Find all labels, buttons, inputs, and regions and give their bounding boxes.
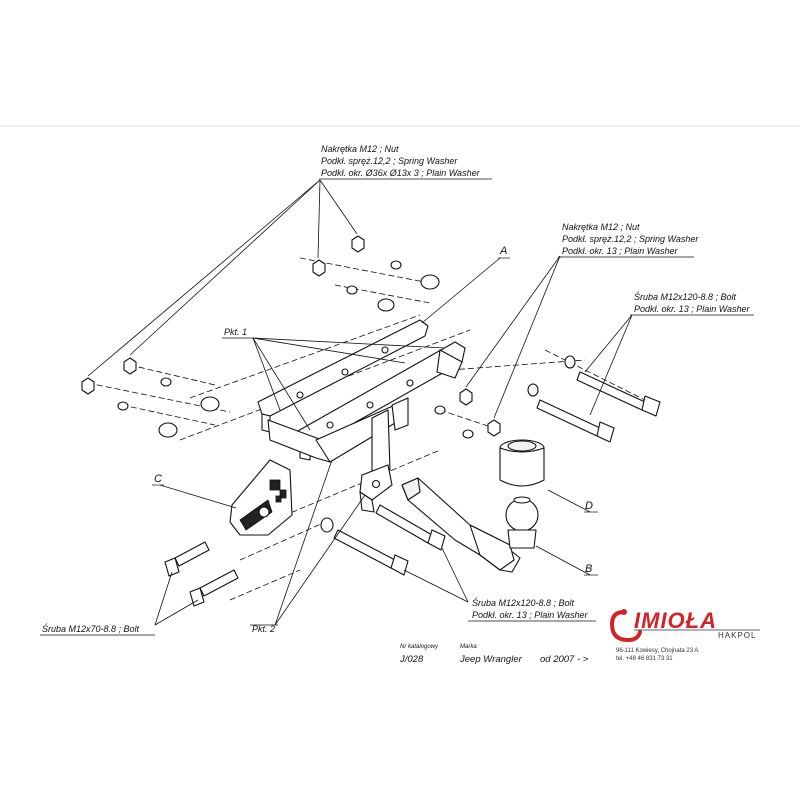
fastener-set-top [312,235,440,312]
footer-catalog-value: J/028 [399,654,424,665]
bolt-m12x70-upper [164,541,210,577]
callout-right-line1: Nakrętka M12 ; Nut [562,222,640,232]
tow-ball [505,496,539,549]
footer-brand-label: Marka [460,644,477,650]
label-letter-c: C [154,473,162,485]
fastener-set-left [81,357,220,438]
callout-top-line2: Podkł. spręż.12,2 ; Spring Washer [321,156,458,166]
footer-year-value: od 2007 - > [540,654,589,665]
ball-cap [499,439,545,487]
logo-address: 96-111 Kowiesy, Chojnata 23 A [616,648,698,654]
label-letter-a: A [499,245,507,257]
fastener-set-right [434,388,501,439]
logo-name: IMIOŁA [634,608,717,633]
callout-bolt-right-line1: Śruba M12x120-8.8 ; Bolt [634,291,737,302]
bolt-m12x120-lower [536,399,615,443]
bolt-m12x120-upper [576,371,661,417]
footer-catalog-label: Nr katalogowy [400,644,439,650]
callout-right-fasteners: Nakrętka M12 ; Nut Podkł. spręż.12,2 ; S… [558,222,699,258]
callout-top-line3: Podkł. okr. Ø36x Ø13x 3 ; Plain Washer [321,168,481,178]
label-letter-b: B [585,563,592,575]
callout-bolt-right: Śruba M12x120-8.8 ; Bolt Podkł. okr. 13 … [630,291,754,316]
callout-top-fasteners: Nakrętka M12 ; Nut Podkł. spręż.12,2 ; S… [319,144,492,180]
label-pkt2: Pkt. 2 [252,624,275,634]
callout-bolt-left-line: Śruba M12x70-8.8 ; Bolt [42,623,140,634]
callout-top-line1: Nakrętka M12 ; Nut [321,144,399,154]
bolt-m12x70-lower [189,569,239,607]
socket-plate [229,459,293,536]
label-letter-d: D [585,500,593,512]
bolt-m12x120-bottom-1 [333,529,409,576]
washer-right [527,355,576,397]
callout-right-line3: Podkł. okr. 13 ; Plain Washer [562,246,679,256]
footer-info: Nr katalogowy J/028 Marka Jeep Wrangler … [399,644,589,665]
callout-bolt-right-line2: Podkł. okr. 13 ; Plain Washer [634,304,751,314]
center-bracket [359,397,409,513]
logo-hook-icon [609,610,642,643]
logo-sub: HAKPOL [718,631,756,640]
callout-bolt-left: Śruba M12x70-8.8 ; Bolt [40,623,155,636]
callout-right-line2: Podkł. spręż.12,2 ; Spring Washer [562,234,699,244]
callout-bolt-bottom: Śruba M12x120-8.8 ; Bolt Podkł. okr. 13 … [468,597,596,622]
callout-bolt-bottom-line2: Podkł. okr. 13 ; Plain Washer [472,610,589,620]
footer-brand-value: Jeep Wrangler [459,654,523,665]
bolt-m12x120-bottom-2 [375,504,446,551]
label-pkt1: Pkt. 1 [224,327,247,337]
callout-bolt-bottom-line1: Śruba M12x120-8.8 ; Bolt [472,597,575,608]
logo-phone: tel. +48 46 831 73 31 [616,656,673,662]
leader-lines [87,179,633,626]
washer-bottom [320,517,334,533]
ball-neck [401,477,521,573]
imiola-hakpol-logo: IMIOŁA HAKPOL 96-111 Kowiesy, Chojnata 2… [609,608,760,662]
